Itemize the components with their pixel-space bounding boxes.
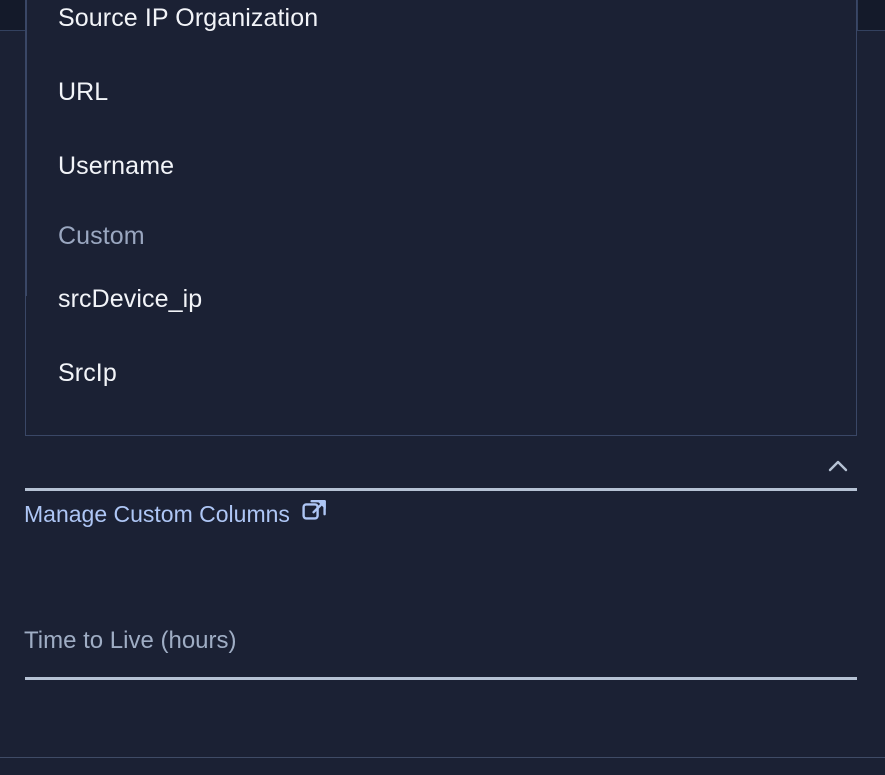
chevron-up-icon[interactable] [822, 452, 854, 480]
column-option[interactable]: Source IP Organization [58, 4, 319, 32]
column-option[interactable]: Username [58, 152, 175, 180]
external-link-icon [302, 498, 328, 530]
manage-custom-columns-link[interactable]: Manage Custom Columns [24, 498, 328, 530]
option-group-header: Custom [58, 222, 145, 250]
time-to-live-underline [25, 677, 857, 680]
overlay-rail-left [26, 0, 27, 296]
column-select-underline [25, 488, 857, 491]
overlay-band-right [857, 0, 885, 31]
overlay-band-left [0, 0, 27, 31]
column-option[interactable]: srcDevice_ip [58, 285, 203, 313]
time-to-live-label: Time to Live (hours) [24, 627, 237, 654]
column-option[interactable]: URL [58, 78, 109, 106]
time-to-live-input[interactable] [25, 620, 857, 677]
bottom-divider [0, 757, 885, 758]
manage-custom-columns-label: Manage Custom Columns [24, 501, 290, 527]
column-option[interactable]: SrcIp [58, 359, 117, 387]
